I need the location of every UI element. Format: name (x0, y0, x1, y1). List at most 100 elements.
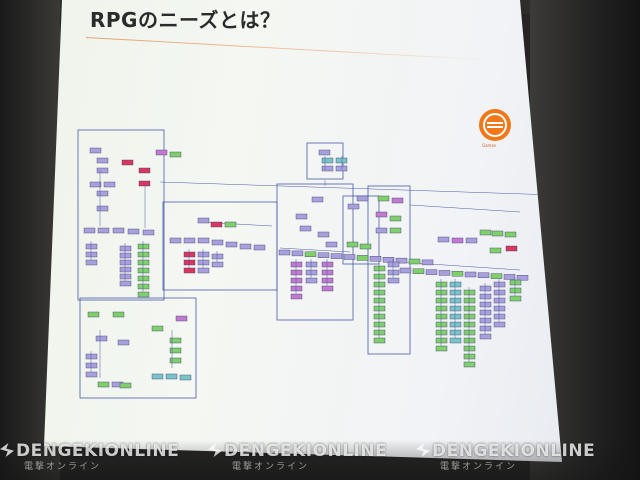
dengeki-bolt-icon (208, 443, 222, 457)
tree-node (463, 297, 476, 304)
tree-node (290, 269, 303, 276)
tree-node (463, 353, 476, 360)
tree-node (321, 165, 334, 172)
tree-node (305, 261, 318, 268)
group-frame (79, 297, 197, 399)
tree-node (311, 196, 324, 203)
group-frame (77, 129, 165, 301)
tree-node (373, 289, 386, 296)
tree-node (119, 259, 132, 266)
tree-node (137, 243, 150, 250)
tree-node (493, 321, 506, 328)
tree-node (509, 287, 522, 294)
tree-node (318, 149, 331, 156)
tree-node (343, 254, 356, 260)
tree-node (290, 277, 303, 284)
tree-node (155, 149, 168, 156)
watermark-brand: DENGEKIONLINE (432, 441, 596, 461)
tree-node (382, 257, 395, 263)
tree-node (391, 197, 404, 204)
watermark: DENGEKIONLINE 電撃オンライン (416, 441, 596, 472)
watermark-subtext: 電撃オンライン (24, 462, 102, 472)
tree-node (373, 321, 386, 328)
tree-node (119, 252, 132, 259)
tree-node (169, 357, 182, 364)
tree-node (373, 305, 386, 312)
tree-node (347, 203, 360, 210)
tree-node (317, 252, 330, 258)
tree-node (304, 251, 317, 258)
tree-node (97, 381, 110, 388)
tree-node (325, 241, 338, 248)
tree-node (224, 221, 237, 228)
tree-node (290, 285, 303, 292)
tree-node (435, 289, 448, 296)
tree-node (346, 241, 359, 248)
tree-node (85, 371, 98, 378)
tree-node (449, 329, 462, 336)
tree-node (389, 215, 402, 222)
tree-node (389, 227, 402, 234)
tree-node (449, 281, 462, 288)
tree-node (421, 259, 434, 266)
tree-node (505, 245, 518, 252)
tree-node (493, 313, 506, 320)
watermark: DENGEKIONLINE 電撃オンライン (208, 441, 388, 472)
tree-node (183, 251, 196, 258)
tree-node (359, 243, 372, 250)
tree-node (253, 244, 266, 251)
tree-node (449, 289, 462, 296)
tree-node (119, 273, 132, 280)
tree-node (449, 297, 462, 304)
tree-node (504, 231, 517, 238)
tree-node (356, 255, 369, 261)
tree-node (435, 313, 448, 320)
tree-connector (409, 204, 521, 213)
tree-node (197, 237, 210, 244)
tree-node (290, 293, 303, 300)
tree-node (451, 271, 464, 277)
tree-node (179, 374, 192, 381)
bandai-namco-logo-icon (479, 109, 511, 141)
tree-node (89, 181, 102, 188)
tree-node (479, 317, 492, 324)
tree-node (127, 228, 140, 235)
tree-node (321, 285, 334, 292)
group-frame (276, 183, 354, 321)
tree-node (479, 285, 492, 292)
tree-node (85, 243, 98, 250)
tree-node (373, 265, 386, 272)
tree-node (96, 205, 109, 212)
tree-node (169, 151, 182, 158)
dengeki-bolt-icon (416, 443, 430, 457)
tree-node (85, 259, 98, 266)
tree-node (112, 311, 125, 318)
tree-node (479, 293, 492, 300)
tree-node (373, 297, 386, 304)
tree-node (330, 253, 343, 259)
tree-node (463, 337, 476, 344)
tree-node (463, 321, 476, 328)
tree-node (137, 251, 150, 258)
tree-node (169, 347, 182, 354)
watermark-bar (0, 440, 640, 480)
tree-node (437, 236, 450, 243)
tree-node (449, 305, 462, 312)
tree-node (493, 281, 506, 288)
tree-node (435, 305, 448, 312)
tree-node (210, 221, 223, 228)
tree-node (449, 337, 462, 344)
tree-node (142, 229, 155, 236)
tree-node (138, 167, 151, 174)
tree-node (278, 249, 291, 256)
tree-node (356, 195, 369, 202)
tree-node (463, 313, 476, 320)
dengeki-bolt-icon (0, 443, 14, 457)
tree-node (321, 277, 334, 284)
tree-node (493, 297, 506, 304)
tree-node (211, 253, 224, 260)
watermark-brand: DENGEKIONLINE (224, 441, 388, 461)
tree-node (387, 277, 400, 284)
tree-node (165, 373, 178, 380)
tree-node (395, 257, 408, 264)
